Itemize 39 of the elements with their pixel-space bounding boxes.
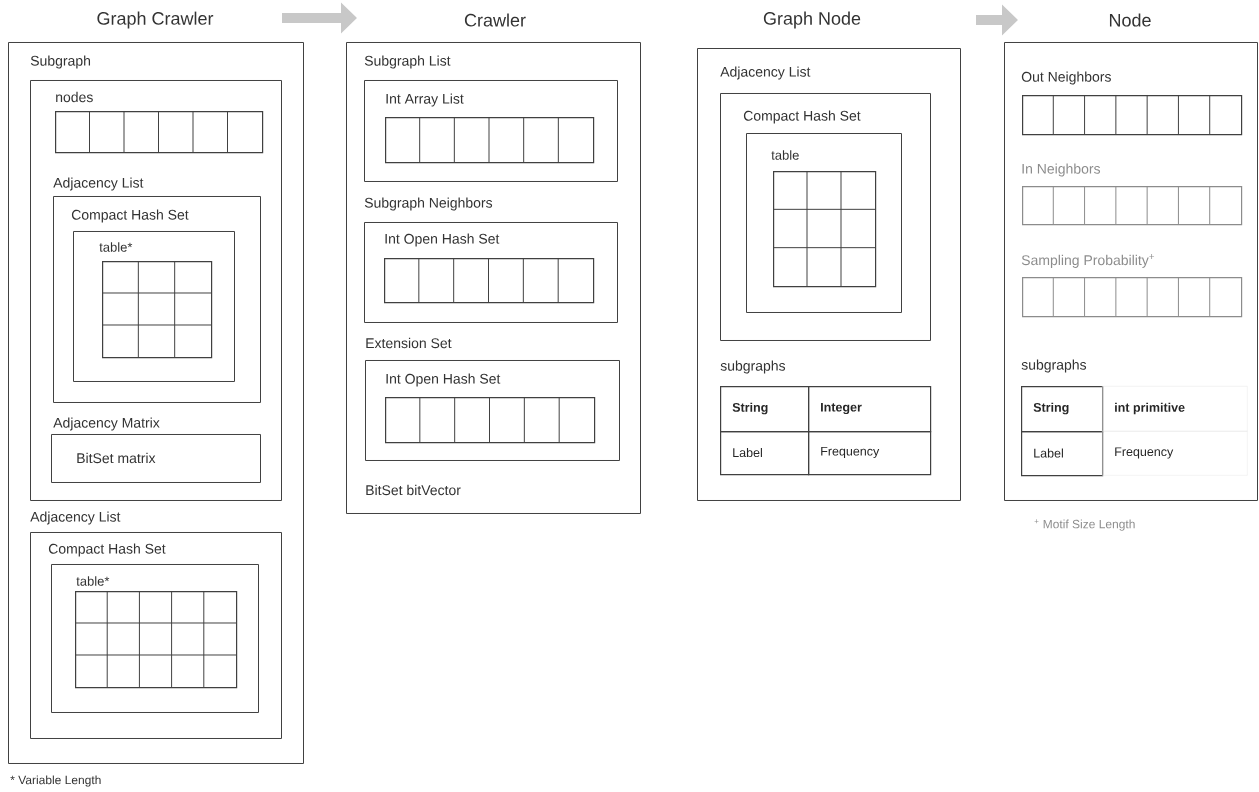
box-heading: table xyxy=(771,150,799,160)
footnote: $^{+}$ Motif Size Length xyxy=(1034,519,1135,531)
box-heading: Int Array List xyxy=(386,93,464,107)
table-cell: int primitive xyxy=(1102,386,1248,432)
box-heading: Adjacency List xyxy=(53,177,144,191)
box-heading: Compact Hash Set xyxy=(71,209,189,223)
box-heading: Compact Hash Set xyxy=(48,543,166,557)
box-heading: Subgraph Neighbors xyxy=(364,197,493,211)
box-heading: Adjacency List xyxy=(30,511,121,525)
box-title: Node xyxy=(1109,13,1151,27)
box-heading: table* xyxy=(76,576,110,586)
box-heading: Subgraph xyxy=(30,55,90,69)
box-heading: Sampling Probability$^{+}$ xyxy=(1021,254,1155,268)
box-heading: subgraphs xyxy=(1021,359,1087,373)
box-heading: Adjacency List xyxy=(720,66,811,80)
field-label: BitSet bitVector xyxy=(366,484,461,496)
box-heading: Compact Hash Set xyxy=(743,110,861,124)
footnote: * Variable Length xyxy=(10,775,101,787)
box-title: Crawler xyxy=(464,13,526,27)
box-heading: In Neighbors xyxy=(1022,163,1101,177)
box-heading: Adjacency Matrix xyxy=(53,417,160,431)
table-cell: Label xyxy=(720,431,810,476)
field-label: BitSet matrix xyxy=(77,452,156,464)
box-heading: Out Neighbors xyxy=(1021,71,1111,85)
box-heading: Extension Set xyxy=(366,337,452,349)
box-heading: Subgraph List xyxy=(364,55,451,69)
table-cell: Label xyxy=(1021,431,1104,477)
box-heading: Int Open Hash Set xyxy=(386,373,501,387)
box-heading: Int Open Hash Set xyxy=(385,233,500,247)
box-title: Graph Crawler xyxy=(97,11,214,29)
box-heading: table* xyxy=(99,242,133,252)
table-cell: String xyxy=(1021,386,1104,433)
table-cell: Integer xyxy=(808,386,932,433)
table-cell: String xyxy=(720,386,810,433)
box-heading: nodes xyxy=(56,91,93,103)
box-heading: subgraphs xyxy=(720,360,786,374)
table-cell: Frequency xyxy=(1102,431,1248,476)
box-title: Graph Node xyxy=(763,11,861,29)
table-cell: Frequency xyxy=(808,431,932,476)
